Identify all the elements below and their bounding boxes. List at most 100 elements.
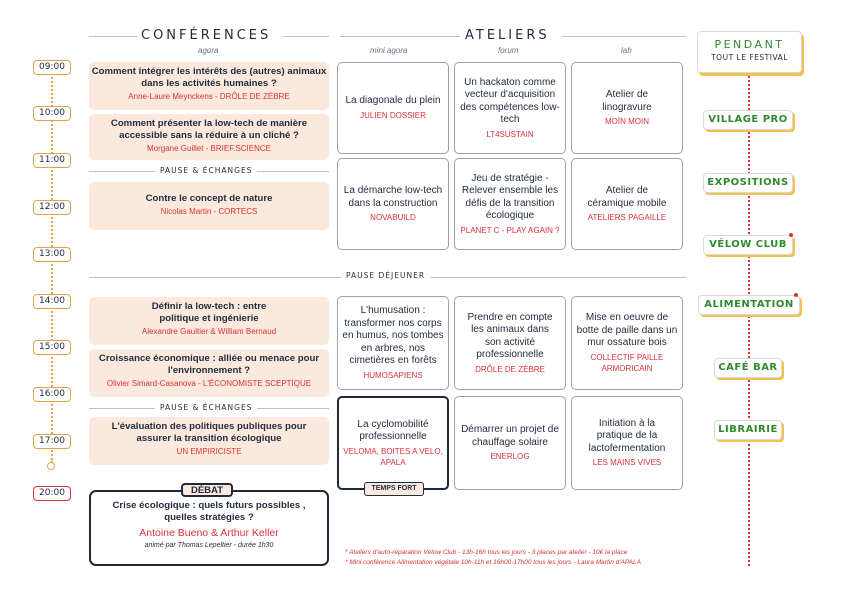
footnote-marker-dot [794, 293, 798, 297]
atelier-org: LT4SUSTAIN [486, 129, 534, 139]
agora-subheader: agora [198, 46, 219, 55]
time-1100: 11:00 [33, 153, 71, 168]
pendant-title: PENDANT [714, 38, 785, 51]
header-rule [340, 36, 460, 37]
atelier-card: Initiation à la pratique de la lactoferm… [571, 396, 683, 490]
footnote-marker-dot [789, 233, 793, 237]
conference-speaker: Morgane Guillet - BRIEF.SCIENCE [146, 144, 272, 153]
ateliers-header: ATELIERS [465, 28, 550, 43]
conference-speaker: Anne-Laure Meynckens - DRÔLE DE ZÈBRE [128, 92, 290, 101]
festival-timeline [748, 76, 750, 566]
pendant-subtitle: TOUT LE FESTIVAL [711, 53, 788, 62]
header-rule [562, 36, 686, 37]
pendant-box: PENDANT TOUT LE FESTIVAL [697, 31, 802, 73]
atelier-card: Atelier de céramique mobile ATELIERS PAG… [571, 158, 683, 250]
atelier-org: ENERLOG [490, 452, 530, 461]
time-1500: 15:00 [33, 340, 71, 355]
atelier-title: Mise en oeuvre de botte de paille dans u… [576, 312, 678, 349]
time-2000: 20:00 [33, 486, 71, 501]
atelier-card-highlight: La cyclomobilité professionnelle VELOMA,… [337, 396, 449, 490]
atelier-org: VELOMA, BOITES A VELO, APALA [343, 446, 443, 467]
timeline-dots [51, 400, 54, 434]
conference-title: Comment intégrer les intérêts des (autre… [91, 66, 327, 89]
atelier-title: L'humusation : transformer nos corps en … [342, 305, 444, 367]
mini-agora-subheader: mini agora [370, 46, 408, 55]
timeline-dots [51, 353, 54, 387]
festival-tag-librairie: LIBRAIRIE [714, 420, 782, 440]
conference-card: Croissance économique : alliée ou menace… [89, 349, 329, 397]
conference-card: Comment présenter la low-tech de manière… [89, 114, 329, 160]
atelier-org: HUMOSAPIENS [363, 370, 423, 380]
atelier-card: Prendre en compte les animaux dans son a… [454, 296, 566, 390]
header-rule [283, 36, 329, 37]
festival-tag-cafe-bar: CAFÉ BAR [714, 358, 782, 378]
temps-fort-badge: TEMPS FORT [364, 482, 424, 496]
atelier-card: La diagonale du plein JULIEN DOSSIER [337, 62, 449, 154]
time-1400: 14:00 [33, 294, 71, 309]
timeline-dots [51, 307, 54, 341]
atelier-org: JULIEN DOSSIER [360, 110, 426, 120]
conference-title: Définir la low-tech : entre politique et… [151, 301, 267, 324]
conference-title: Contre le concept de nature [145, 193, 273, 204]
atelier-card: Démarrer un projet de chauffage solaire … [454, 396, 566, 490]
atelier-org: DRÔLE DE ZÈBRE [475, 364, 545, 374]
debat-card: Crise écologique : quels futurs possible… [89, 490, 329, 566]
debat-badge: DÉBAT [181, 483, 233, 497]
atelier-title: La démarche low-tech dans la constructio… [343, 185, 443, 209]
atelier-org: PLANET C - PLAY AGAIN ? [460, 225, 560, 235]
debat-moderator: animé par Thomas Lepeltier - durée 1h30 [144, 542, 274, 549]
timeline-dots [51, 120, 54, 154]
timeline-dots [51, 73, 54, 107]
conference-speaker: Olivier Simard-Casanova - L'ÉCONOMISTE S… [106, 379, 312, 388]
time-1300: 13:00 [33, 247, 71, 262]
atelier-org: NOVABUILD [370, 213, 416, 222]
atelier-title: Initiation à la pratique de la lactoferm… [588, 417, 666, 454]
lab-subheader: lab [621, 46, 632, 55]
atelier-title: Atelier de céramique mobile [587, 185, 667, 209]
atelier-title: Atelier de linogravure [602, 89, 652, 113]
conferences-header: CONFÉRENCES [141, 28, 272, 43]
atelier-title: Prendre en compte les animaux dans son a… [467, 311, 553, 361]
debat-speakers: Antoine Bueno & Arthur Keller [139, 527, 279, 539]
atelier-card: Mise en oeuvre de botte de paille dans u… [571, 296, 683, 390]
atelier-title: Un hackaton comme vecteur d'acquisition … [460, 76, 560, 126]
pause-label: PAUSE & ÉCHANGES [155, 166, 258, 175]
conference-card: Contre le concept de nature Nicolas Mart… [89, 182, 329, 230]
header-rule [89, 36, 137, 37]
pause-label: PAUSE & ÉCHANGES [155, 403, 258, 412]
atelier-card: Un hackaton comme vecteur d'acquisition … [454, 62, 566, 154]
time-0900: 09:00 [33, 60, 71, 75]
timeline-end-marker [47, 462, 55, 470]
atelier-title: La diagonale du plein [345, 95, 441, 107]
timeline-dots [51, 447, 54, 463]
festival-tag-village-pro: VILLAGE PRO [703, 110, 793, 130]
lunch-label: PAUSE DÉJEUNER [341, 271, 431, 280]
conference-title: Croissance économique : alliée ou menace… [98, 353, 320, 376]
conference-speaker: Alexandre Gaultier & William Bernaud [141, 327, 277, 336]
conference-title: Comment présenter la low-tech de manière… [110, 118, 308, 141]
atelier-card: L'humusation : transformer nos corps en … [337, 296, 449, 390]
time-1200: 12:00 [33, 200, 71, 215]
debat-title: Crise écologique : quels futurs possible… [112, 500, 306, 523]
atelier-org: ATELIERS PAGAILLE [587, 213, 667, 222]
forum-subheader: forum [498, 46, 519, 55]
atelier-org: LES MAINS VIVES [592, 458, 662, 468]
atelier-org: MOÏN MOIN [605, 117, 649, 126]
timeline-dots [51, 166, 54, 200]
timeline-dots [51, 213, 54, 247]
conference-card: L'évaluation des politiques publiques po… [89, 417, 329, 465]
footnote: * Ateliers d'auto-réparation Vélow Club … [345, 549, 628, 556]
festival-tag-alimentation: ALIMENTATION [698, 295, 800, 315]
conference-speaker: UN EMPIRICISTE [176, 447, 242, 456]
conference-card: Définir la low-tech : entre politique et… [89, 297, 329, 345]
footnote: * Mini conférence Alimentation végétale … [345, 559, 641, 566]
festival-tag-velow-club: VÉLOW CLUB [703, 235, 793, 255]
atelier-card: Jeu de stratégie - Relever ensemble les … [454, 158, 566, 250]
atelier-card: Atelier de linogravure MOÏN MOIN [571, 62, 683, 154]
conference-card: Comment intégrer les intérêts des (autre… [89, 62, 329, 110]
time-1000: 10:00 [33, 106, 71, 121]
festival-tag-expositions: EXPOSITIONS [703, 173, 793, 193]
timeline-dots [51, 260, 54, 294]
atelier-title: Jeu de stratégie - Relever ensemble les … [461, 172, 559, 222]
atelier-title: Démarrer un projet de chauffage solaire [461, 424, 559, 448]
